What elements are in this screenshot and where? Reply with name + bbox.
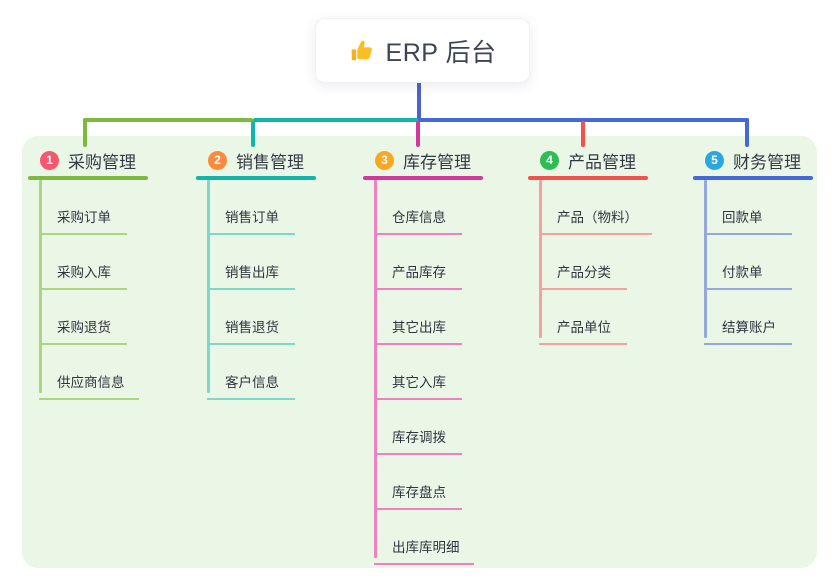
branch-title-text: 财务管理 bbox=[733, 152, 801, 172]
child-node-label: 供应商信息 bbox=[57, 374, 125, 390]
child-node[interactable]: 仓库信息 bbox=[374, 180, 462, 235]
branch-title-node[interactable]: 2 销售管理 bbox=[196, 146, 361, 174]
branch-children: 采购订单采购入库采购退货供应商信息 bbox=[39, 179, 193, 400]
child-node[interactable]: 出库库明细 bbox=[374, 510, 474, 565]
child-node-label: 客户信息 bbox=[225, 374, 279, 390]
branch-child-connector-line bbox=[207, 179, 210, 393]
child-node[interactable]: 库存盘点 bbox=[374, 455, 462, 510]
child-node-label: 采购退货 bbox=[57, 319, 111, 335]
branch-title-text: 采购管理 bbox=[68, 152, 136, 172]
branch-title-text: 销售管理 bbox=[236, 152, 304, 172]
child-node-label: 其它入库 bbox=[392, 374, 446, 390]
child-node[interactable]: 产品（物料） bbox=[539, 180, 652, 235]
child-node[interactable]: 采购入库 bbox=[39, 235, 127, 290]
child-node-label: 付款单 bbox=[722, 264, 763, 280]
branch-title-text: 库存管理 bbox=[403, 152, 471, 172]
child-node-label: 产品库存 bbox=[392, 264, 446, 280]
child-node-label: 产品（物料） bbox=[557, 209, 638, 225]
connector-horizontal-branch-2 bbox=[253, 118, 418, 122]
child-node[interactable]: 产品库存 bbox=[374, 235, 462, 290]
child-node-label: 出库库明细 bbox=[392, 539, 460, 555]
branch-3: 3 库存管理仓库信息产品库存其它出库其它入库库存调拨库存盘点出库库明细 bbox=[363, 146, 528, 565]
branch-title-underline bbox=[693, 176, 813, 180]
branch-number-badge: 2 bbox=[208, 150, 227, 170]
child-node-label: 库存盘点 bbox=[392, 484, 446, 500]
branch-number-badge: 5 bbox=[705, 150, 724, 170]
child-node[interactable]: 产品单位 bbox=[539, 290, 627, 345]
branch-5: 5 财务管理回款单付款单结算账户 bbox=[693, 146, 839, 345]
child-node-label: 其它出库 bbox=[392, 319, 446, 335]
branch-4: 4 产品管理产品（物料） 产品分类产品单位 bbox=[528, 146, 693, 345]
branch-children: 仓库信息产品库存其它出库其它入库库存调拨库存盘点出库库明细 bbox=[374, 179, 528, 565]
branch-title-node[interactable]: 5 财务管理 bbox=[693, 146, 839, 174]
child-node-label: 销售退货 bbox=[225, 319, 279, 335]
child-node-label: 采购入库 bbox=[57, 264, 111, 280]
child-node[interactable]: 付款单 bbox=[704, 235, 792, 290]
branch-child-connector-line bbox=[704, 179, 707, 338]
branch-title-underline bbox=[363, 176, 483, 180]
connector-horizontal-branch-5 bbox=[418, 118, 749, 122]
thumbs-up-icon bbox=[349, 38, 375, 64]
branch-title-node[interactable]: 1 采购管理 bbox=[28, 146, 193, 174]
child-node-label: 回款单 bbox=[722, 209, 763, 225]
mindmap-panel bbox=[22, 136, 817, 568]
connector-drop-branch-4 bbox=[581, 121, 585, 147]
branch-child-connector-line bbox=[539, 179, 542, 338]
child-node-label: 销售出库 bbox=[225, 264, 279, 280]
connector-horizontal-branch-1 bbox=[83, 118, 253, 122]
branch-number-badge: 3 bbox=[375, 150, 394, 170]
root-connector bbox=[417, 81, 421, 120]
child-node[interactable]: 其它出库 bbox=[374, 290, 462, 345]
branch-title-underline bbox=[28, 176, 148, 180]
branch-title-node[interactable]: 3 库存管理 bbox=[363, 146, 528, 174]
branch-title-underline bbox=[196, 176, 316, 180]
child-node-label: 库存调拨 bbox=[392, 429, 446, 445]
branch-children: 回款单付款单结算账户 bbox=[704, 179, 839, 345]
connector-drop-branch-1 bbox=[83, 118, 87, 147]
child-node[interactable]: 销售出库 bbox=[207, 235, 295, 290]
child-node[interactable]: 采购订单 bbox=[39, 180, 127, 235]
connector-drop-branch-2 bbox=[251, 121, 255, 147]
branch-child-connector-line bbox=[374, 179, 377, 558]
root-title: ERP 后台 bbox=[385, 38, 497, 67]
child-node[interactable]: 产品分类 bbox=[539, 235, 627, 290]
child-node[interactable]: 库存调拨 bbox=[374, 400, 462, 455]
connector-drop-branch-5 bbox=[745, 118, 749, 147]
branch-children: 销售订单销售出库销售退货客户信息 bbox=[207, 179, 361, 400]
child-node[interactable]: 供应商信息 bbox=[39, 345, 139, 400]
branch-title-node[interactable]: 4 产品管理 bbox=[528, 146, 693, 174]
child-node[interactable]: 回款单 bbox=[704, 180, 792, 235]
child-node[interactable]: 采购退货 bbox=[39, 290, 127, 345]
child-node-label: 采购订单 bbox=[57, 209, 111, 225]
child-node[interactable]: 销售订单 bbox=[207, 180, 295, 235]
child-node-label: 产品分类 bbox=[557, 264, 611, 280]
child-node-label: 仓库信息 bbox=[392, 209, 446, 225]
branch-title-text: 产品管理 bbox=[568, 152, 636, 172]
child-node[interactable]: 其它入库 bbox=[374, 345, 462, 400]
branch-child-connector-line bbox=[39, 179, 42, 393]
child-node[interactable]: 客户信息 bbox=[207, 345, 295, 400]
child-node-label: 结算账户 bbox=[722, 319, 776, 335]
child-node[interactable]: 销售退货 bbox=[207, 290, 295, 345]
child-node[interactable]: 结算账户 bbox=[704, 290, 792, 345]
branch-number-badge: 4 bbox=[540, 150, 559, 170]
branch-2: 2 销售管理销售订单销售出库销售退货客户信息 bbox=[196, 146, 361, 400]
branch-title-underline bbox=[528, 176, 648, 180]
branch-number-badge: 1 bbox=[40, 150, 59, 170]
connector-drop-branch-3 bbox=[416, 121, 420, 147]
branch-1: 1 采购管理采购订单采购入库采购退货供应商信息 bbox=[28, 146, 193, 400]
root-node[interactable]: ERP 后台 bbox=[315, 18, 530, 83]
branch-children: 产品（物料） 产品分类产品单位 bbox=[539, 179, 693, 345]
child-node-label: 产品单位 bbox=[557, 319, 611, 335]
child-node-label: 销售订单 bbox=[225, 209, 279, 225]
